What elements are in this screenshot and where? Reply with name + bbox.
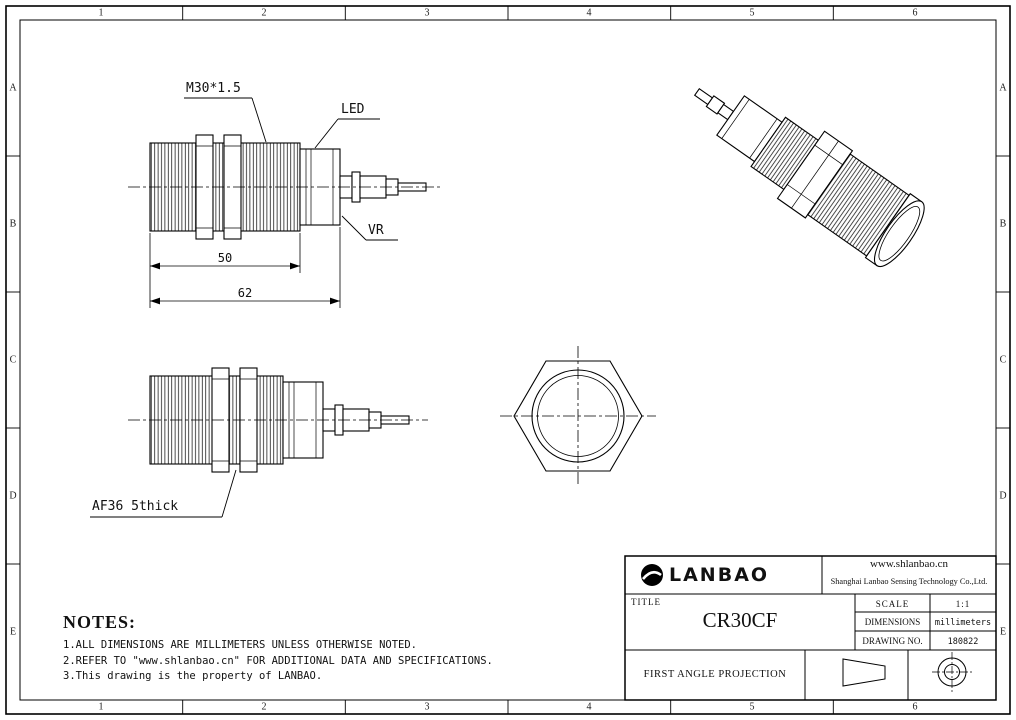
dimensions-value: millimeters xyxy=(934,618,992,628)
grid-col-label: 5 xyxy=(749,701,755,713)
grid-col-label: 4 xyxy=(586,7,592,19)
projection-label: FIRST ANGLE PROJECTION xyxy=(643,669,787,680)
grid-row-label: E xyxy=(9,626,17,638)
grid-col-label: 4 xyxy=(586,701,592,713)
scale-value: 1:1 xyxy=(955,599,971,609)
grid-row-label: B xyxy=(999,218,1007,230)
note-line: 1.ALL DIMENSIONS ARE MILLIMETERS UNLESS … xyxy=(63,639,418,651)
isometric-view xyxy=(693,87,925,268)
grid-col-label: 2 xyxy=(261,701,267,713)
company-name: Shanghai Lanbao Sensing Technology Co.,L… xyxy=(830,577,988,586)
dimensions-label: DIMENSIONS xyxy=(864,617,921,627)
notes-block: NOTES: 1.ALL DIMENSIONS ARE MILLIMETERS … xyxy=(63,612,493,685)
notes-heading: NOTES: xyxy=(63,612,137,632)
dimension-62: 62 xyxy=(237,286,253,300)
flange-label: AF36 5thick xyxy=(92,499,179,514)
note-line: 2.REFER TO "www.shlanbao.cn" FOR ADDITIO… xyxy=(63,654,493,667)
grid-row-label: C xyxy=(9,354,17,366)
scale-label: SCALE xyxy=(875,599,910,609)
end-view xyxy=(500,346,656,486)
drawing-no-label: DRAWING NO. xyxy=(862,636,923,646)
grid-row-label: E xyxy=(999,626,1007,638)
title-block-grid xyxy=(624,555,997,701)
grid-col-label: 3 xyxy=(424,7,430,19)
first-angle-cone-icon xyxy=(842,658,886,687)
drawing-no-value: 180822 xyxy=(947,637,979,647)
sheet-border xyxy=(5,5,1011,715)
note-line: 3.This drawing is the property of LANBAO… xyxy=(63,670,323,682)
grid-col-label: 3 xyxy=(424,701,430,713)
grid-col-label: 6 xyxy=(912,701,918,713)
grid-col-label: 6 xyxy=(912,7,918,19)
lanbao-logo-icon xyxy=(641,564,663,586)
grid-col-label: 2 xyxy=(261,7,267,19)
grid-row-label: D xyxy=(9,490,17,502)
dimension-lines xyxy=(149,227,341,308)
thread-spec-label: M30*1.5 xyxy=(186,81,241,96)
part-number: CR30CF xyxy=(702,608,778,632)
title-label: TITLE xyxy=(631,597,661,607)
website: www.shlanbao.cn xyxy=(869,558,949,570)
grid-col-label: 1 xyxy=(98,7,104,19)
grid-row-label: A xyxy=(9,82,17,94)
led-label: LED xyxy=(341,102,365,117)
grid-row-label: D xyxy=(999,490,1007,502)
vr-label: VR xyxy=(368,223,384,238)
grid-row-label: A xyxy=(999,82,1007,94)
side-view-bottom xyxy=(90,367,428,518)
brand-name: LANBAO xyxy=(669,564,770,586)
side-view-top xyxy=(128,97,442,308)
grid-row-label: B xyxy=(9,218,17,230)
grid-col-label: 1 xyxy=(98,701,104,713)
grid-col-label: 5 xyxy=(749,7,755,19)
first-angle-view-icon xyxy=(932,652,972,692)
grid-row-label: C xyxy=(999,354,1007,366)
dimension-50: 50 xyxy=(217,251,233,265)
